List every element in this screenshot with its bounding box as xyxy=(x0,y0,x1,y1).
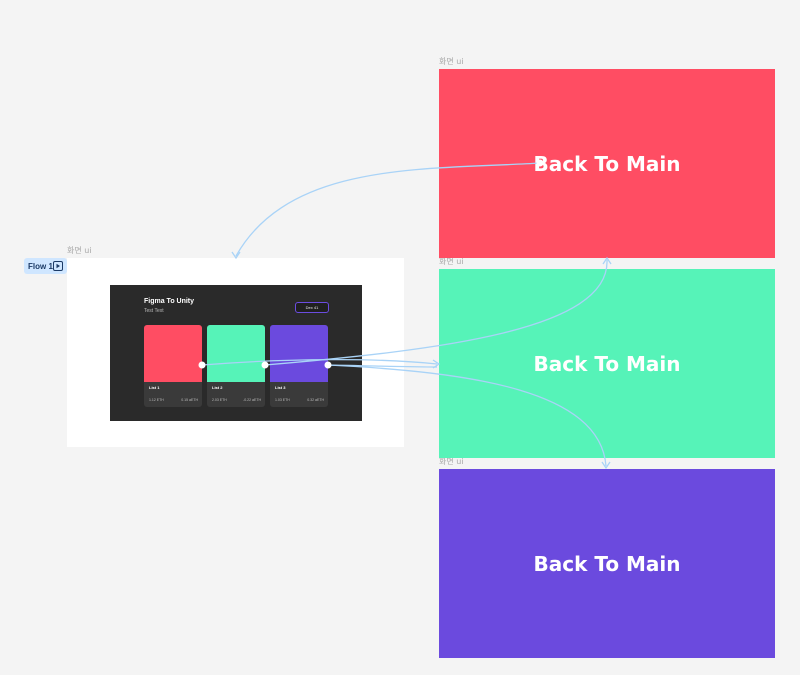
screen-frame-1[interactable]: Back To Main xyxy=(439,69,775,258)
main-frame[interactable]: Figma To Unity Test Text Dex 41 List 1 1… xyxy=(67,258,404,447)
list-card-2[interactable]: List 2 2.03 ETH -0.22 aETH xyxy=(207,325,265,407)
app-title: Figma To Unity xyxy=(144,298,195,305)
card-name: List 1 xyxy=(149,385,160,390)
back-to-main-text: Back To Main xyxy=(533,151,681,176)
arrowhead xyxy=(601,461,611,470)
card-stat-left: 1.03 ETH xyxy=(275,398,290,402)
card-stat-right: 0.15 aETH xyxy=(181,398,198,402)
app-subtitle: Test Text xyxy=(144,308,164,314)
list-card-3[interactable]: List 3 1.03 ETH 0.32 aETH xyxy=(270,325,328,407)
play-icon[interactable] xyxy=(53,261,63,271)
card-swatch xyxy=(207,325,265,382)
list-card-1[interactable]: List 1 1.12 ETH 0.15 aETH xyxy=(144,325,202,407)
screen-frame-3[interactable]: Back To Main xyxy=(439,469,775,658)
card-stat-left: 2.03 ETH xyxy=(212,398,227,402)
flow-start-chip[interactable]: Flow 1 xyxy=(24,258,67,274)
back-to-main-text: Back To Main xyxy=(533,351,681,376)
main-screen-panel: Figma To Unity Test Text Dex 41 List 1 1… xyxy=(110,285,362,421)
screen-frame-2[interactable]: Back To Main xyxy=(439,269,775,458)
header-button[interactable]: Dex 41 xyxy=(295,302,329,313)
arrowhead xyxy=(602,256,612,265)
card-name: List 3 xyxy=(275,385,286,390)
screen-1-label: 화면 ui xyxy=(439,57,464,66)
card-stat-left: 1.12 ETH xyxy=(149,398,164,402)
back-to-main-text: Back To Main xyxy=(533,551,681,576)
card-swatch xyxy=(144,325,202,382)
flow-label: Flow 1 xyxy=(28,261,53,271)
card-stat-right: 0.32 aETH xyxy=(307,398,324,402)
card-stat-right: -0.22 aETH xyxy=(243,398,261,402)
card-name: List 2 xyxy=(212,385,223,390)
card-swatch xyxy=(270,325,328,382)
main-frame-label: 화면 ui xyxy=(67,246,92,255)
